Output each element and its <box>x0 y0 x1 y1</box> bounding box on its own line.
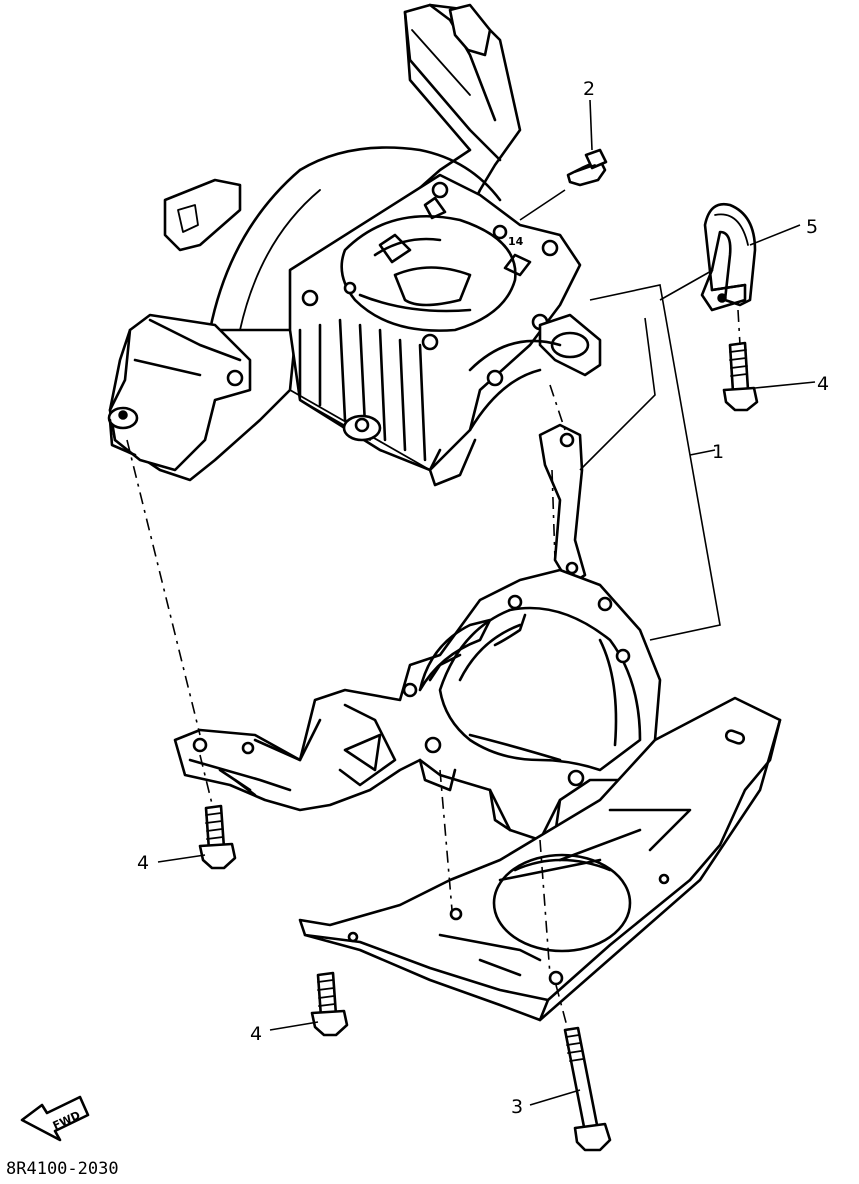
long-bolt-part-3 <box>563 1026 612 1152</box>
svg-text:14: 14 <box>508 235 524 248</box>
callout-part-3: 3 <box>511 1096 523 1118</box>
part-1-bracket <box>579 284 721 641</box>
bottom-plate <box>298 696 782 1022</box>
callout-part-4-upper-right: 4 <box>817 373 829 395</box>
assembly-center-lines <box>126 309 741 1031</box>
callout-part-4-left: 4 <box>137 852 149 874</box>
callout-part-2: 2 <box>583 78 595 100</box>
callout-part-1: 1 <box>712 441 724 463</box>
lower-crankcase <box>173 568 662 844</box>
bolt-part-4-upper-right <box>722 341 759 412</box>
drawing-code: 8R4100-2030 <box>6 1159 119 1179</box>
callout-part-4-bottom: 4 <box>250 1023 262 1045</box>
callout-part-5: 5 <box>806 216 818 238</box>
clamp-part-5 <box>700 202 757 312</box>
bolt-part-4-bottom <box>310 971 349 1037</box>
forward-direction-arrow: FWD <box>20 1095 90 1142</box>
locating-plate <box>538 423 587 587</box>
upper-crankcase: 14 <box>107 3 602 487</box>
leader-lines <box>157 99 816 1106</box>
plug-bolt-part-2 <box>566 148 608 187</box>
bolt-part-4-left <box>198 804 237 870</box>
